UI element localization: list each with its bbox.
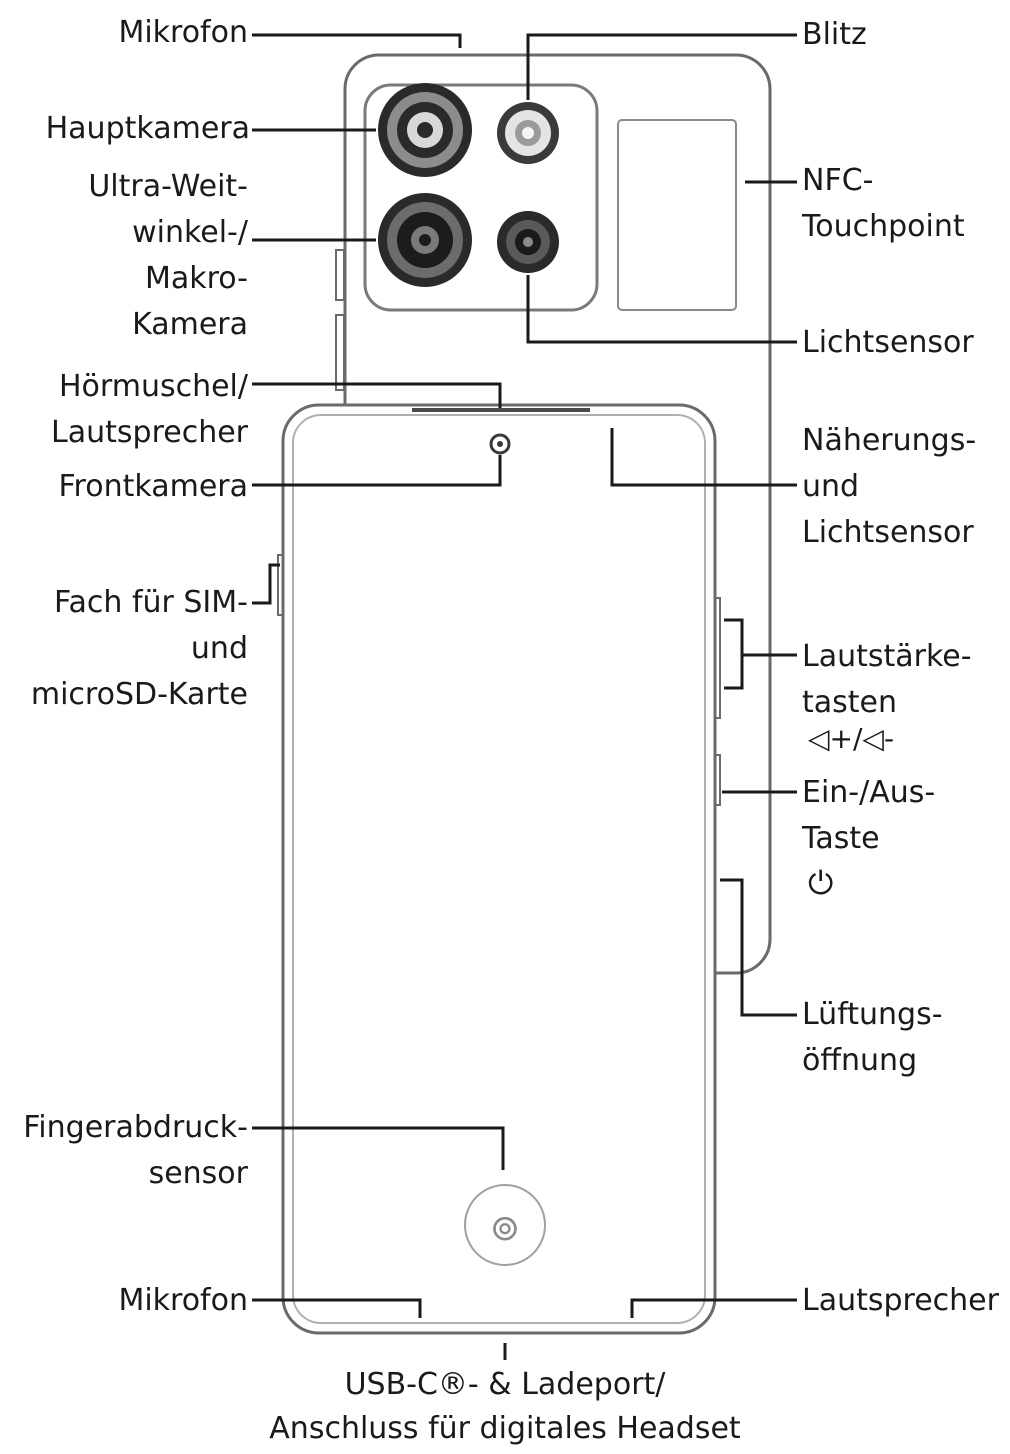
label-lichtsensor: Lichtsensor	[802, 325, 974, 360]
label-usb-line2: Anschluss für digitales Headset	[269, 1411, 741, 1446]
leader-mikrofon-top	[252, 33, 462, 48]
label-einaus: Ein-/Aus- Taste	[802, 775, 936, 856]
front-camera-dot	[489, 433, 511, 455]
leader-lichtsensor	[526, 275, 797, 344]
leader-blitz	[526, 33, 797, 100]
phone-front: ⊚	[277, 403, 721, 1335]
label-usb-line1: USB-C®- & Ladeport/	[344, 1367, 666, 1402]
label-mikrofon-bottom: Mikrofon	[118, 1283, 248, 1318]
phone-front-screen	[292, 414, 706, 1324]
leader-mikrofon-bottom	[252, 1298, 422, 1318]
nfc-area	[617, 119, 737, 311]
volume-symbols-icon: ◁+/◁-	[808, 722, 895, 755]
label-lautstaerke: Lautstärke- tasten	[802, 639, 972, 720]
flash-led	[497, 102, 559, 164]
label-hoermuschel: Hörmuschel/ Lautsprecher	[51, 369, 248, 450]
label-fingerabdruck: Fingerabdruck- sensor	[23, 1110, 248, 1191]
leader-lines	[252, 33, 797, 1360]
leader-hoermuschel	[252, 382, 502, 408]
label-nfc: NFC- Touchpoint	[802, 163, 965, 244]
ultrawide-camera-lens	[378, 193, 472, 287]
leader-fingerabdruck	[252, 1126, 505, 1170]
label-hauptkamera: Hauptkamera	[45, 111, 250, 146]
label-lautsprecher: Lautsprecher	[802, 1283, 999, 1318]
fingerprint-sensor: ⊚	[464, 1184, 546, 1266]
leader-frontkamera	[252, 455, 502, 487]
fingerprint-icon: ⊚	[490, 1208, 520, 1249]
label-frontkamera: Frontkamera	[58, 469, 248, 504]
leader-lautsprecher	[630, 1298, 797, 1318]
main-camera-lens	[378, 83, 472, 177]
rear-side-button-1	[335, 249, 345, 301]
leader-lueftung	[720, 878, 797, 1017]
label-naeherung: Näherungs- und Lichtsensor	[802, 423, 977, 550]
leader-sim	[252, 563, 280, 605]
power-icon: ⏻	[808, 864, 834, 902]
label-blitz: Blitz	[802, 17, 867, 52]
label-sim: Fach für SIM- und microSD-Karte	[30, 585, 248, 712]
label-lueftung: Lüftungs- öffnung	[802, 997, 943, 1078]
leader-naeherung	[610, 428, 797, 487]
rear-side-button-2	[335, 314, 345, 391]
label-mikrofon-top: Mikrofon	[118, 15, 248, 50]
light-sensor-lens	[497, 211, 559, 273]
label-ultraweit: Ultra-Weit- winkel-/ Makro- Kamera	[88, 169, 248, 342]
